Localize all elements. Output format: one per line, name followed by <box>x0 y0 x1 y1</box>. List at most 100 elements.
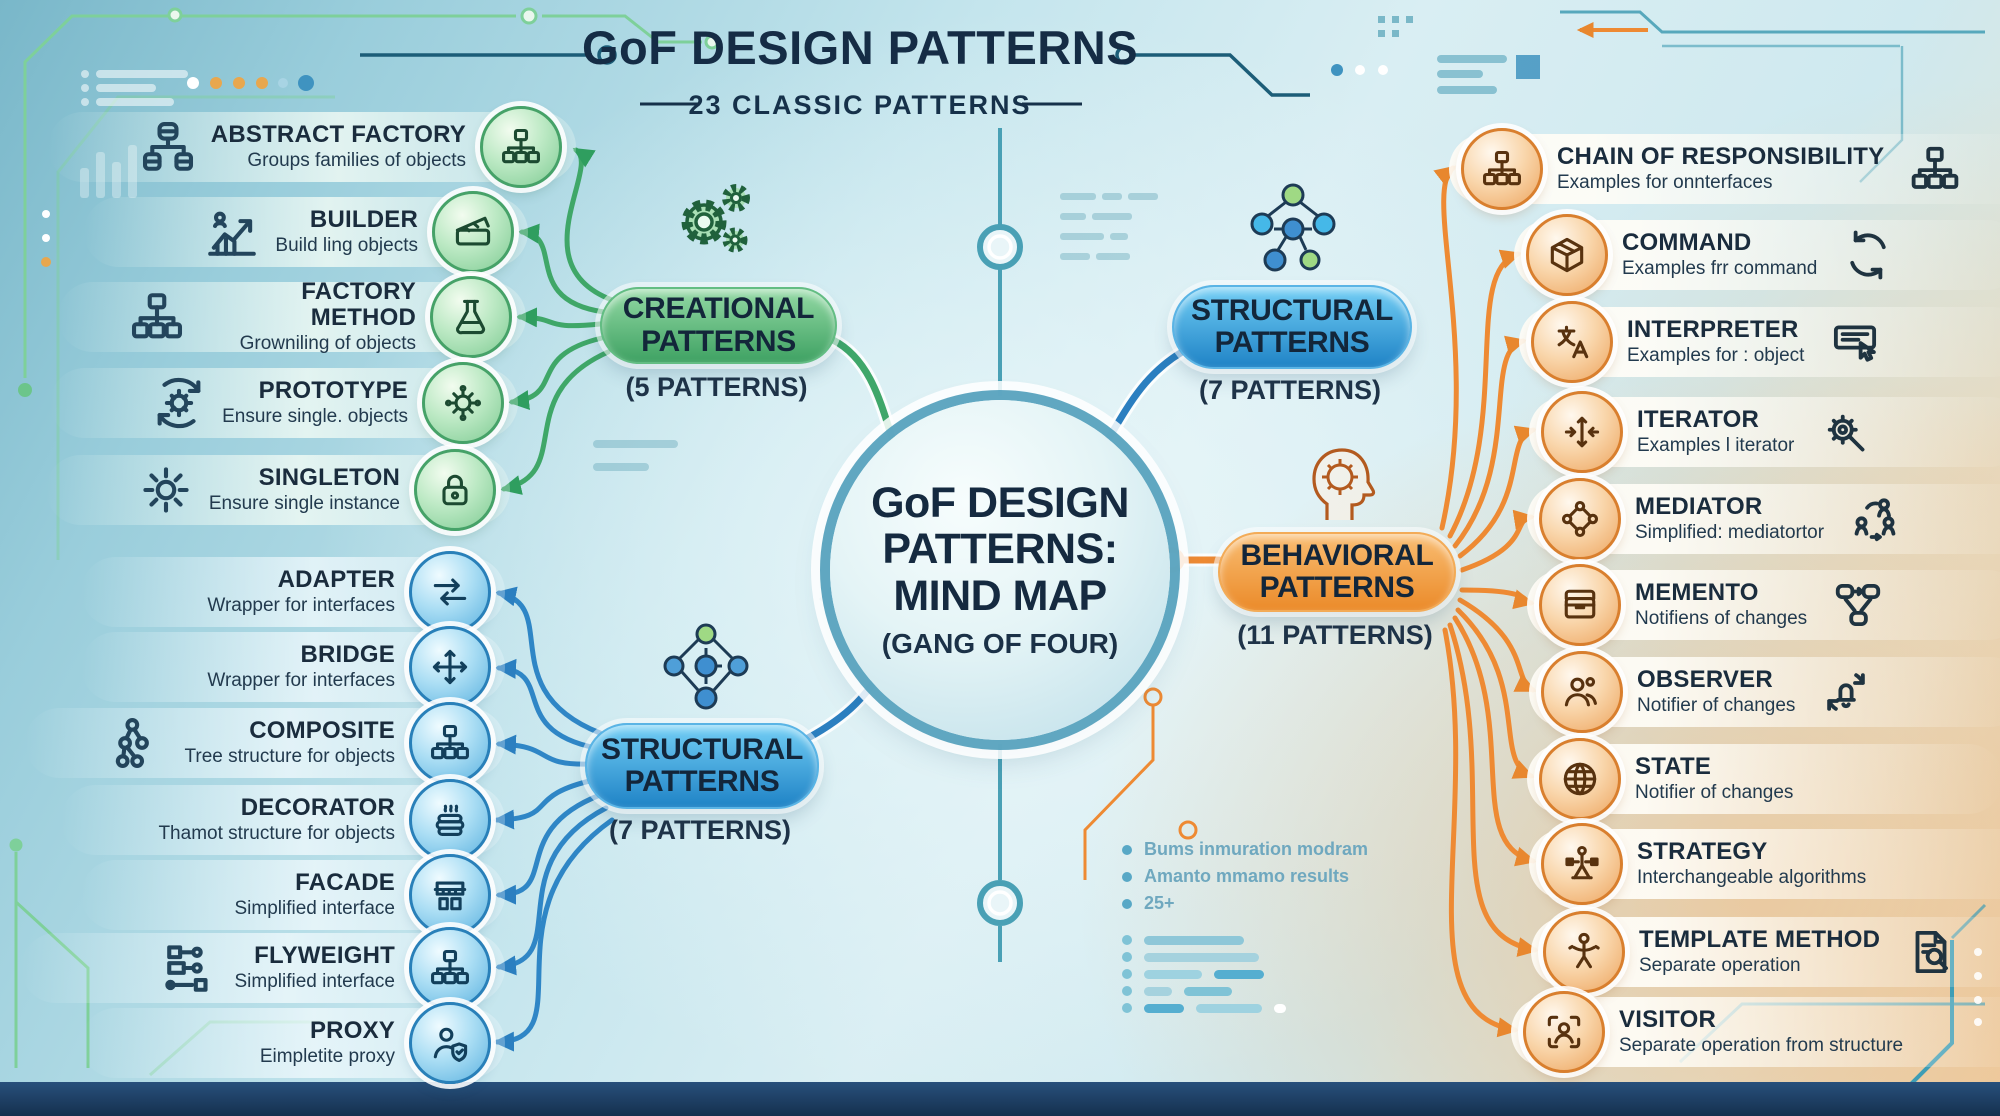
note-item: Amanto mmamo results <box>1122 866 1452 886</box>
pattern-title: CHAIN OF RESPONSIBILITY <box>1557 142 1885 170</box>
bell-refresh-icon <box>1819 665 1873 719</box>
pattern-row-builder: BUILDER Build ling objects <box>84 190 528 274</box>
pattern-subtitle: Examples for onnterfaces <box>1557 172 1773 194</box>
tree-nodes-icon <box>113 714 171 772</box>
pattern-title: VISITOR <box>1619 1005 1716 1033</box>
pattern-title: ADAPTER <box>277 565 395 593</box>
org-chart-icon <box>1908 142 1962 196</box>
stack-icon <box>409 779 491 861</box>
creational-count: (5 PATTERNS) <box>625 372 808 402</box>
pattern-row-mediator: MEDIATOR Simplified: mediatortor <box>1527 477 2000 561</box>
pattern-row-observer: OBSERVER Notifier of changes <box>1529 650 2000 734</box>
pattern-row-adapter: ADAPTER Wrapper for interfaces <box>81 550 505 634</box>
database-tree-icon <box>139 118 197 176</box>
gear-icon <box>137 461 195 519</box>
behavioral-count: (11 PATTERNS) <box>1237 620 1433 650</box>
structural-right-count: (7 PATTERNS) <box>1199 375 1381 405</box>
pattern-row-chain-of-responsibility: CHAIN OF RESPONSIBILITY Examples for onn… <box>1449 127 2000 211</box>
virus-network-icon <box>422 362 504 444</box>
pattern-subtitle: Thamot structure for objects <box>158 823 395 845</box>
structural-left-count: (7 PATTERNS) <box>609 815 791 845</box>
node-structural-patterns-right: STRUCTURAL PATTERNS <box>1172 285 1412 369</box>
skeleton-row <box>1122 986 1452 996</box>
bullet-dot <box>1122 844 1132 855</box>
user-shield-icon <box>409 1002 491 1084</box>
pattern-title: COMMAND <box>1622 228 1752 256</box>
pattern-subtitle: Build ling objects <box>275 235 418 257</box>
page-title: GoF DESIGN PATTERNS <box>581 21 1139 74</box>
pattern-subtitle: Groups families of objects <box>247 150 466 172</box>
org-chart-icon <box>409 927 491 1009</box>
skeleton-row <box>1122 952 1452 962</box>
pattern-subtitle: Separate operation from structure <box>1619 1035 1904 1057</box>
schematic-icon <box>162 939 220 997</box>
pattern-subtitle: Wrapper for interfaces <box>207 670 395 692</box>
users-icon <box>1541 651 1623 733</box>
skeleton-row <box>1122 1003 1452 1013</box>
node-structural-patterns-left: STRUCTURAL PATTERNS <box>585 723 819 809</box>
pattern-row-state: STATE Notifier of changes <box>1527 737 2000 821</box>
clapperboard-icon <box>432 191 514 273</box>
pattern-subtitle: Examples frr command <box>1622 258 1818 280</box>
pattern-subtitle: Interchangeable algorithms <box>1637 867 1867 889</box>
pattern-row-proxy: PROXY Eimpletite proxy <box>81 1001 505 1085</box>
org-chart-icon <box>128 288 186 346</box>
pattern-title: PROXY <box>309 1016 395 1044</box>
org-chart-icon <box>409 702 491 784</box>
box-icon <box>1526 214 1608 296</box>
pattern-subtitle: Notifiens of changes <box>1635 608 1808 630</box>
pattern-row-singleton: SINGLETON Ensure single instance <box>46 448 510 532</box>
central-node-title: GoF DESIGN PATTERNS: MIND MAP <box>871 478 1129 620</box>
pattern-row-flyweight: FLYWEIGHT Simplified interface <box>21 926 505 1010</box>
pattern-title: TEMPLATE METHOD <box>1639 925 1881 953</box>
database-sync-icon <box>1831 578 1885 632</box>
pattern-row-factory-method: FACTORY METHOD Growniling of objects <box>58 275 526 359</box>
cross-arrows-icon <box>409 626 491 708</box>
diamond-network-decor-icon <box>663 623 749 710</box>
node-label: CREATIONAL PATTERNS <box>622 292 815 358</box>
pattern-title: INTERPRETER <box>1627 315 1799 343</box>
pattern-row-memento: MEMENTO Notifiens of changes <box>1527 563 2000 647</box>
skeleton-row <box>1122 969 1452 979</box>
note-text: 25+ <box>1144 893 1175 913</box>
pattern-row-command: COMMAND Examples frr command <box>1514 213 2000 297</box>
bottom-bar <box>0 1082 2000 1116</box>
growth-chart-icon <box>203 203 261 261</box>
translate-icon <box>1531 301 1613 383</box>
scan-person-icon <box>1523 991 1605 1073</box>
node-label: BEHAVIORAL PATTERNS <box>1240 538 1434 604</box>
tree-network-decor-icon <box>1250 183 1336 272</box>
pattern-row-facade: FACADE Simplified interface <box>81 853 505 937</box>
bullet-dot <box>1122 871 1132 882</box>
pattern-subtitle: Simplified: mediatortor <box>1635 522 1825 544</box>
storefront-icon <box>409 854 491 936</box>
pattern-subtitle: Eimpletite proxy <box>259 1046 395 1068</box>
pattern-subtitle: Examples for : object <box>1627 345 1805 367</box>
pattern-subtitle: Notifier of changes <box>1635 782 1794 804</box>
pattern-subtitle: Separate operation <box>1639 955 1801 977</box>
note-text: Bums inmuration modram <box>1144 839 1369 859</box>
head-gear-icon <box>1312 448 1376 520</box>
card-cursor-icon <box>1828 315 1882 369</box>
gears-icon <box>681 184 750 253</box>
pattern-subtitle: Notifier of changes <box>1637 695 1796 717</box>
pattern-title: FLYWEIGHT <box>254 941 395 969</box>
refresh-arrows-icon <box>1841 228 1895 282</box>
pattern-row-composite: COMPOSITE Tree structure for objects <box>25 701 505 785</box>
note-item: Bums inmuration modram <box>1122 839 1452 859</box>
node-creational-patterns: CREATIONAL PATTERNS <box>600 287 837 364</box>
pattern-row-prototype: PROTOTYPE Ensure single. objects <box>50 361 518 445</box>
pattern-subtitle: Simplified interface <box>234 898 395 920</box>
pattern-title: BRIDGE <box>300 640 395 668</box>
central-node: GoF DESIGN PATTERNS: MIND MAP (GANG OF F… <box>830 400 1170 740</box>
pattern-title: FACTORY METHOD <box>301 278 416 331</box>
person-icon <box>1543 911 1625 993</box>
pattern-title: MEMENTO <box>1635 578 1759 606</box>
pattern-title: SINGLETON <box>258 463 400 491</box>
compress-arrows-icon <box>1541 391 1623 473</box>
swap-arrows-icon <box>409 551 491 633</box>
bullet-dot <box>1122 898 1132 909</box>
pattern-row-visitor: VISITOR Separate operation from structur… <box>1511 990 2000 1074</box>
pattern-subtitle: Tree structure for objects <box>184 746 395 768</box>
